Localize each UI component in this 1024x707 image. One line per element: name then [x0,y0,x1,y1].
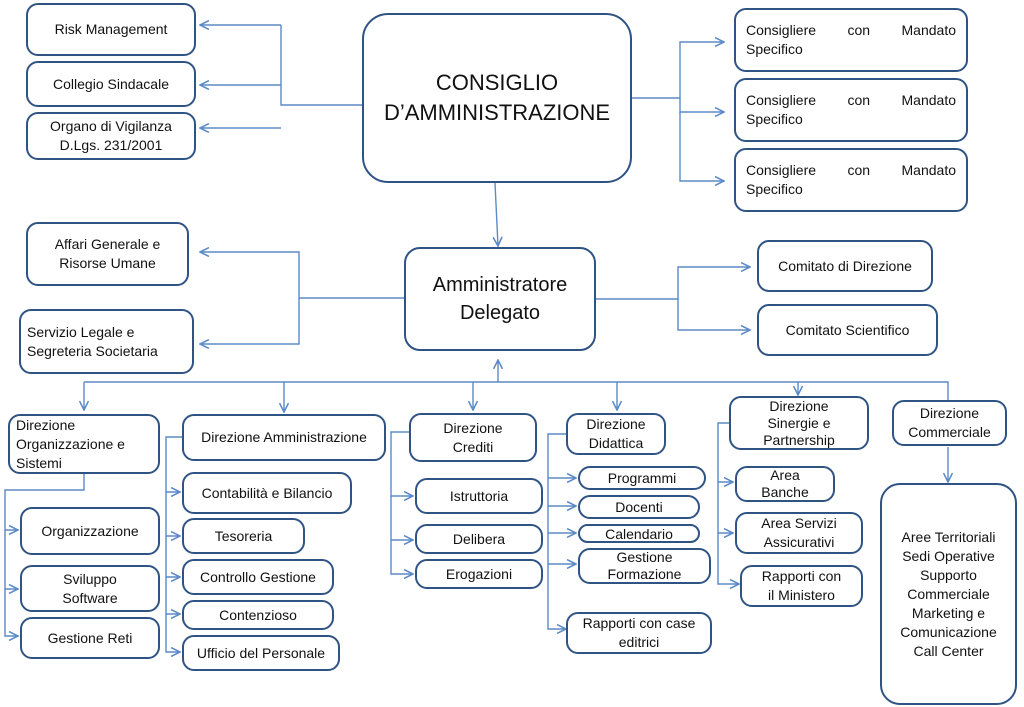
connector [632,42,724,99]
consigliere-box-1[interactable]: Consigliere con Mandato Specifico [734,8,968,72]
sviluppo-software-label: Sviluppo Software [62,570,118,606]
connector [547,533,576,564]
organizzazione-box[interactable]: Organizzazione [20,507,160,555]
erogazioni-box[interactable]: Erogazioni [415,559,543,589]
connector [547,478,576,506]
direzione-crediti-label: Direzione Crediti [443,419,503,455]
servizio-legale-box[interactable]: Servizio Legale e Segreteria Societaria [19,309,194,374]
collegio-sindacale-box[interactable]: Collegio Sindacale [26,61,196,107]
connector [280,25,362,106]
rapporti-case-editrici-label: Rapporti con case editrici [582,615,696,650]
ceo-title: Amministratore Delegato [432,274,568,324]
connector [390,496,413,540]
erogazioni-label: Erogazioni [445,565,513,582]
direzione-commerciale-label: Direzione Commerciale [908,405,991,440]
affari-generali-box[interactable]: Affari Generale e Risorse Umane [26,222,189,286]
direzione-sinergie-label: Direzione Sinergie e Partnership [763,397,835,448]
direzione-didattica-box[interactable]: Direzione Didattica [566,413,666,455]
istruttoria-box[interactable]: Istruttoria [415,478,543,514]
servizio-legale-label: Servizio Legale e Segreteria Societaria [27,323,158,359]
ceo-box[interactable]: Amministratore Delegato [404,247,596,351]
gestione-formazione-label: Gestione Formazione [607,549,682,582]
aree-commerciali-label: Aree Territoriali Sedi Operative Support… [900,528,997,659]
direzione-organizzazione-label: Direzione Organizzazione e Sistemi [16,416,125,471]
area-banche-label: Area Banche [761,467,809,500]
direzione-commerciale-box[interactable]: Direzione Commerciale [892,400,1007,446]
connector [679,112,724,181]
connector [165,614,180,652]
connector [4,530,18,589]
contabilita-bilancio-label: Contabilità e Bilancio [201,484,333,501]
consigliere-box-3[interactable]: Consigliere con Mandato Specifico [734,148,968,212]
direzione-crediti-box[interactable]: Direzione Crediti [409,413,537,462]
tesoreria-label: Tesoreria [214,527,273,544]
connector [679,98,724,112]
risk-management-box[interactable]: Risk Management [26,3,196,56]
docenti-label: Docenti [615,498,663,515]
programmi-label: Programmi [607,469,677,486]
calendario-label: Calendario [605,525,673,542]
area-servizi-assicurativi-box[interactable]: Area Servizi Assicurativi [735,512,863,554]
connector [4,589,18,636]
connector [165,577,180,614]
gestione-formazione-box[interactable]: Gestione Formazione [578,548,711,584]
connector [547,506,576,533]
connector [165,492,180,536]
docenti-box[interactable]: Docenti [578,495,700,519]
delibera-box[interactable]: Delibera [415,524,543,554]
sviluppo-software-box[interactable]: Sviluppo Software [20,565,160,612]
consigliere-label: Consigliere con Mandato Specifico [746,22,956,57]
organizzazione-label: Organizzazione [41,522,139,539]
area-servizi-assicurativi-label: Area Servizi Assicurativi [761,515,837,550]
connector [717,482,733,533]
connector [200,252,404,299]
organo-vigilanza-label: Organo di Vigilanza D.Lgs. 231/2001 [50,118,172,153]
comitato-direzione-box[interactable]: Comitato di Direzione [757,240,933,292]
consigliere-label: Consigliere con Mandato Specifico [746,162,956,197]
direzione-didattica-label: Direzione Didattica [586,416,646,451]
contenzioso-label: Contenzioso [219,606,297,623]
risk-management-label: Risk Management [54,21,168,37]
contenzioso-box[interactable]: Contenzioso [182,600,334,630]
ufficio-personale-label: Ufficio del Personale [196,644,326,661]
board-title: CONSIGLIO D’AMMINISTRAZIONE [383,70,611,125]
connector [390,540,413,574]
board-of-directors-box[interactable]: CONSIGLIO D’AMMINISTRAZIONE [362,13,632,183]
organo-vigilanza-box[interactable]: Organo di Vigilanza D.Lgs. 231/2001 [26,112,196,160]
consigliere-label: Consigliere con Mandato Specifico [746,92,956,127]
connector [495,182,498,246]
rapporti-case-editrici-box[interactable]: Rapporti con case editrici [566,612,712,654]
istruttoria-label: Istruttoria [449,487,509,504]
calendario-box[interactable]: Calendario [578,524,700,543]
gestione-reti-label: Gestione Reti [47,629,133,646]
rapporti-ministero-box[interactable]: Rapporti con il Ministero [740,565,863,607]
programmi-box[interactable]: Programmi [578,466,706,490]
direzione-organizzazione-box[interactable]: Direzione Organizzazione e Sistemi [8,414,160,474]
affari-generali-label: Affari Generale e Risorse Umane [54,236,161,271]
direzione-amministrazione-box[interactable]: Direzione Amministrazione [182,414,386,461]
ufficio-personale-box[interactable]: Ufficio del Personale [182,635,340,671]
connector [547,564,566,629]
area-banche-box[interactable]: Area Banche [735,466,835,502]
collegio-sindacale-label: Collegio Sindacale [53,75,169,92]
connector [200,298,300,344]
connector [165,536,180,577]
comitato-scientifico-label: Comitato Scientifico [785,321,910,338]
connector [677,299,750,330]
direzione-sinergie-box[interactable]: Direzione Sinergie e Partnership [729,396,869,450]
gestione-reti-box[interactable]: Gestione Reti [20,617,160,659]
tesoreria-box[interactable]: Tesoreria [182,518,305,554]
rapporti-ministero-label: Rapporti con il Ministero [761,568,842,603]
connector [165,436,182,492]
consigliere-box-2[interactable]: Consigliere con Mandato Specifico [734,78,968,142]
comitato-direzione-label: Comitato di Direzione [778,257,912,274]
delibera-label: Delibera [452,530,506,547]
controllo-gestione-label: Controllo Gestione [200,568,316,585]
aree-commerciali-box[interactable]: Aree Territoriali Sedi Operative Support… [880,483,1017,705]
comitato-scientifico-box[interactable]: Comitato Scientifico [757,304,938,356]
contabilita-bilancio-box[interactable]: Contabilità e Bilancio [182,472,352,514]
direzione-amministrazione-label: Direzione Amministrazione [201,429,367,445]
connector [596,267,750,300]
controllo-gestione-box[interactable]: Controllo Gestione [182,559,334,595]
